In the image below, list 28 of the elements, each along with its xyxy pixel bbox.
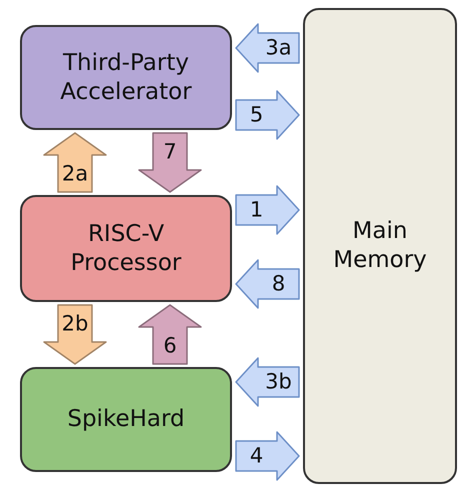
spikehard-box xyxy=(20,367,232,472)
node-label: RISC-V Processor xyxy=(70,220,182,278)
edge-label: 7 xyxy=(163,141,177,162)
block-arrow xyxy=(43,132,107,193)
block-arrow xyxy=(235,23,300,73)
block-arrow xyxy=(138,304,202,365)
node-label: Third-Party Accelerator xyxy=(59,48,193,106)
block-arrow xyxy=(235,259,300,309)
edge-label: 8 xyxy=(272,274,286,294)
block-arrow xyxy=(43,304,107,365)
edge-label: 3b xyxy=(265,372,292,392)
edge-label: 2a xyxy=(62,163,88,184)
edge-label: 6 xyxy=(163,335,177,356)
edge-label: 1 xyxy=(250,200,264,220)
node-label: Main Memory xyxy=(332,217,428,275)
memory-box xyxy=(303,8,457,484)
block-arrow xyxy=(235,357,300,407)
node-label: SpikeHard xyxy=(67,405,185,434)
edge-label: 2b xyxy=(62,313,88,334)
accelerator-box xyxy=(20,25,232,130)
block-arrow xyxy=(235,185,300,235)
edge-label: 4 xyxy=(250,446,264,466)
processor-box xyxy=(20,195,232,302)
block-arrow xyxy=(235,90,300,140)
edge-label: 3a xyxy=(265,38,292,58)
edge-label: 5 xyxy=(250,104,264,126)
block-arrow xyxy=(235,431,300,481)
block-arrow xyxy=(138,132,202,193)
